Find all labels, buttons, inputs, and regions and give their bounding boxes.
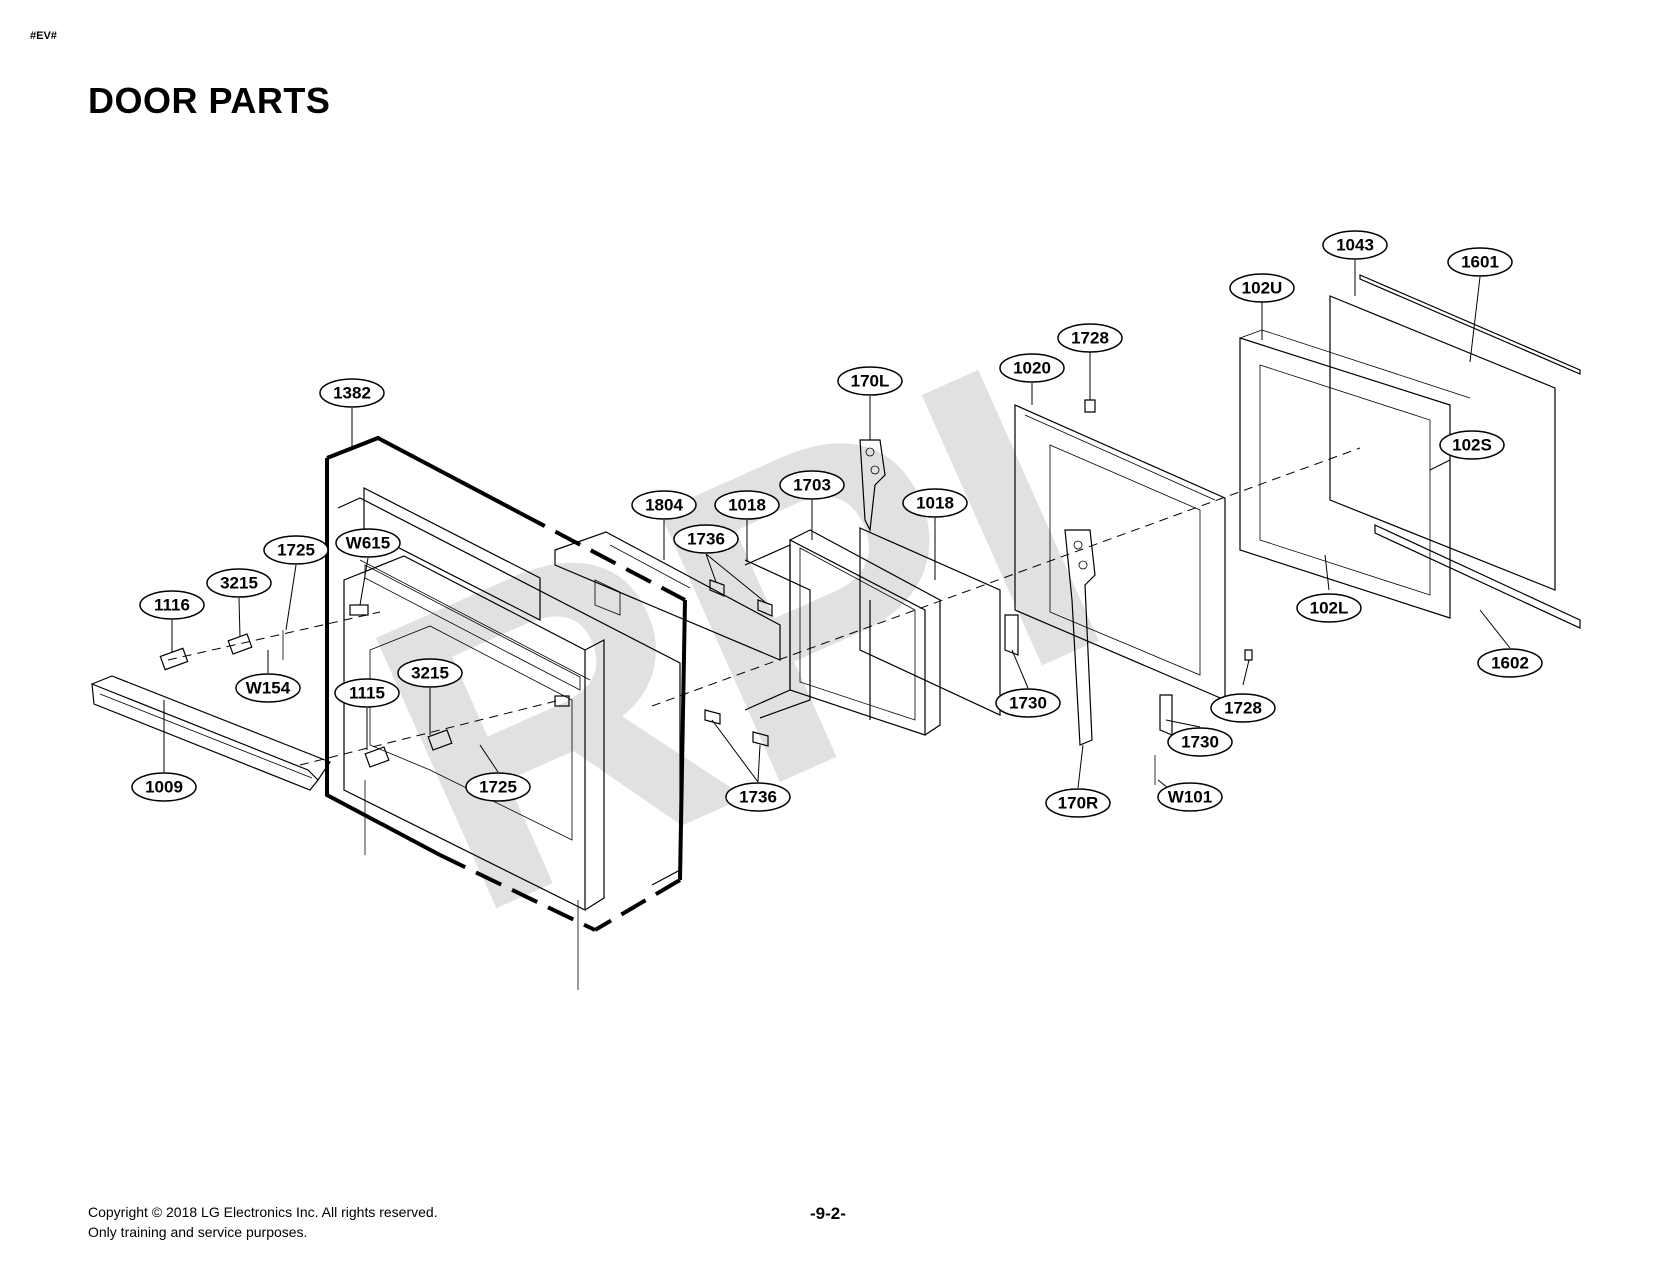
callout-1736-lower: 1736 <box>725 782 791 812</box>
footer-note: Only training and service purposes. <box>88 1224 308 1240</box>
callout-3215-upper: 3215 <box>206 568 272 598</box>
callout-1730-right: 1730 <box>1167 727 1233 757</box>
svg-text:1730: 1730 <box>1009 694 1047 713</box>
callout-1725-upper: 1725 <box>263 535 329 565</box>
callout-1736-upper: 1736 <box>673 524 739 554</box>
callout-1602: 1602 <box>1477 648 1543 678</box>
part-170R-right-hinge <box>1064 529 1096 746</box>
svg-text:3215: 3215 <box>411 664 449 683</box>
svg-text:1601: 1601 <box>1461 253 1499 272</box>
svg-text:1736: 1736 <box>687 530 725 549</box>
svg-text:1728: 1728 <box>1071 329 1109 348</box>
callout-170R: 170R <box>1045 788 1111 818</box>
svg-text:1725: 1725 <box>479 778 517 797</box>
watermark: RPI <box>312 274 1162 1004</box>
svg-text:1043: 1043 <box>1336 236 1374 255</box>
callout-1601: 1601 <box>1447 247 1513 277</box>
callout-W615: W615 <box>335 528 401 558</box>
svg-text:1602: 1602 <box>1491 654 1529 673</box>
part-1703-gasket-frame <box>789 529 941 736</box>
callout-1730-left: 1730 <box>995 688 1061 718</box>
svg-text:W101: W101 <box>1168 788 1212 807</box>
svg-text:1725: 1725 <box>277 541 315 560</box>
leader-lines <box>163 260 1511 789</box>
svg-text:1728: 1728 <box>1224 699 1262 718</box>
svg-text:1382: 1382 <box>333 384 371 403</box>
svg-text:1018: 1018 <box>916 494 954 513</box>
part-102-back-panel <box>1239 329 1471 619</box>
svg-text:1018: 1018 <box>728 496 766 515</box>
svg-text:1736: 1736 <box>739 788 777 807</box>
callout-1116: 1116 <box>139 590 205 620</box>
svg-text:102L: 102L <box>1310 599 1349 618</box>
callout-1703: 1703 <box>779 470 845 500</box>
callout-102S: 102S <box>1439 430 1505 460</box>
callout-1728-bottom: 1728 <box>1210 693 1276 723</box>
svg-text:W154: W154 <box>246 679 291 698</box>
svg-text:1730: 1730 <box>1181 733 1219 752</box>
svg-text:1804: 1804 <box>645 496 683 515</box>
part-1804-duct <box>554 531 781 661</box>
page-number: -9-2- <box>810 1204 846 1223</box>
footer-copyright: Copyright © 2018 LG Electronics Inc. All… <box>88 1204 438 1220</box>
callout-1009: 1009 <box>131 772 197 802</box>
page-title: DOOR PARTS <box>88 80 331 121</box>
svg-text:170R: 170R <box>1058 794 1099 813</box>
svg-text:102U: 102U <box>1242 279 1283 298</box>
footer-copyright-block: Copyright © 2018 LG Electronics Inc. All… <box>88 1202 438 1242</box>
svg-text:1115: 1115 <box>349 684 385 703</box>
handle-axis-upper <box>167 611 381 661</box>
svg-text:170L: 170L <box>851 372 890 391</box>
part-1601-top-trim <box>1359 274 1581 375</box>
callout-1020: 1020 <box>999 353 1065 383</box>
callout-1725-lower: 1725 <box>465 772 531 802</box>
callout-170L: 170L <box>837 366 903 396</box>
callout-1043: 1043 <box>1322 230 1388 260</box>
part-1382-door-assembly <box>325 435 687 932</box>
part-outer-door-panel <box>337 487 681 990</box>
part-1009-handle <box>91 675 331 791</box>
callout-1382: 1382 <box>319 378 385 408</box>
svg-text:1020: 1020 <box>1013 359 1051 378</box>
callout-3215-lower: 3215 <box>397 658 463 688</box>
part-1043-rear-glass <box>1329 295 1556 591</box>
callout-1115: 1115 <box>334 678 400 708</box>
svg-text:W615: W615 <box>346 534 390 553</box>
svg-text:102S: 102S <box>1452 436 1492 455</box>
svg-text:1703: 1703 <box>793 476 831 495</box>
callout-1728-top: 1728 <box>1057 323 1123 353</box>
part-1018-rear-glass <box>859 527 1001 716</box>
small-parts <box>159 399 1253 785</box>
callout-1018-front: 1018 <box>714 490 780 520</box>
callout-1018-rear: 1018 <box>902 488 968 518</box>
part-170L-left-hinge <box>859 439 886 533</box>
svg-text:1009: 1009 <box>145 778 183 797</box>
svg-text:1116: 1116 <box>154 596 190 615</box>
callout-1804: 1804 <box>631 490 697 520</box>
callout-W101: W101 <box>1157 782 1223 812</box>
callout-102L: 102L <box>1296 593 1362 623</box>
document-tag: #EV# <box>30 30 57 42</box>
svg-text:3215: 3215 <box>220 574 258 593</box>
explode-axis <box>651 447 1361 707</box>
callout-102U: 102U <box>1229 273 1295 303</box>
callout-W154: W154 <box>235 673 301 703</box>
part-1602-bottom-trim <box>1374 524 1581 629</box>
